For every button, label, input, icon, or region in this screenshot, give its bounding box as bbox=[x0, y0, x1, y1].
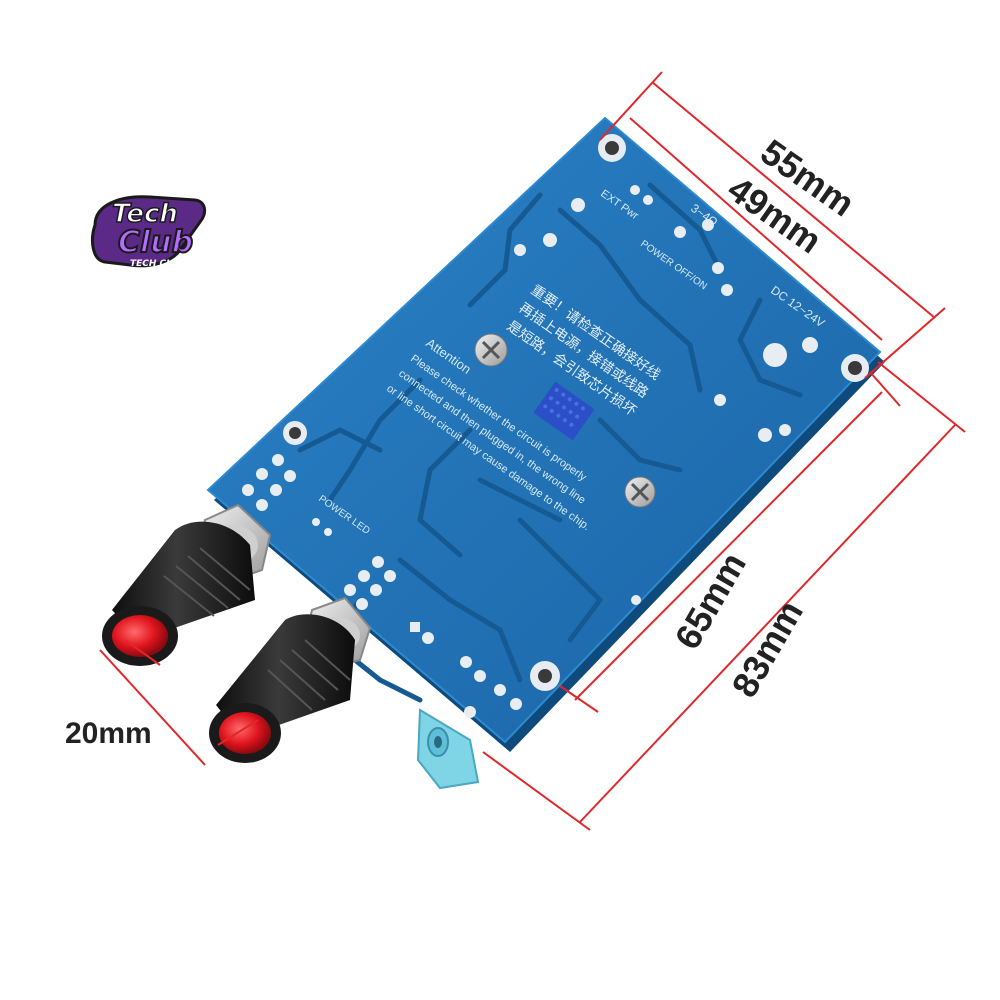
dim-line-49mm bbox=[629, 117, 883, 341]
volume-knob-right bbox=[209, 596, 372, 763]
mounting-hole-bottom bbox=[530, 661, 560, 691]
screw-top bbox=[474, 333, 508, 367]
dim-line-83mm bbox=[579, 424, 956, 823]
chip-pad bbox=[533, 381, 595, 441]
mounting-hole-top bbox=[598, 134, 626, 162]
dim-line-20mm bbox=[99, 649, 206, 766]
tech-club-logo: Tech Club TECH CLUB bbox=[91, 195, 207, 269]
mounting-hole-right bbox=[841, 354, 869, 382]
dim-line-55mm bbox=[651, 81, 936, 319]
screw-bottom bbox=[624, 476, 656, 508]
pcb-board: EXT Pwr 3~4Ω POWER OFF/ON DC 12~24V 重要！请… bbox=[206, 116, 885, 790]
logo-line1: Tech bbox=[112, 199, 178, 229]
solder-pads bbox=[242, 185, 818, 718]
logo-line2: Club bbox=[118, 225, 193, 260]
audio-jack bbox=[416, 708, 480, 790]
dim-label-83mm: 83mm bbox=[723, 593, 811, 704]
dim-label-20mm: 20mm bbox=[65, 717, 152, 750]
dim-line-65mm bbox=[574, 391, 883, 701]
volume-knob-left bbox=[102, 503, 272, 666]
mounting-hole-left bbox=[283, 421, 307, 445]
logo-tagline: TECH CLUB bbox=[130, 259, 186, 269]
dimension-lines bbox=[99, 71, 966, 831]
